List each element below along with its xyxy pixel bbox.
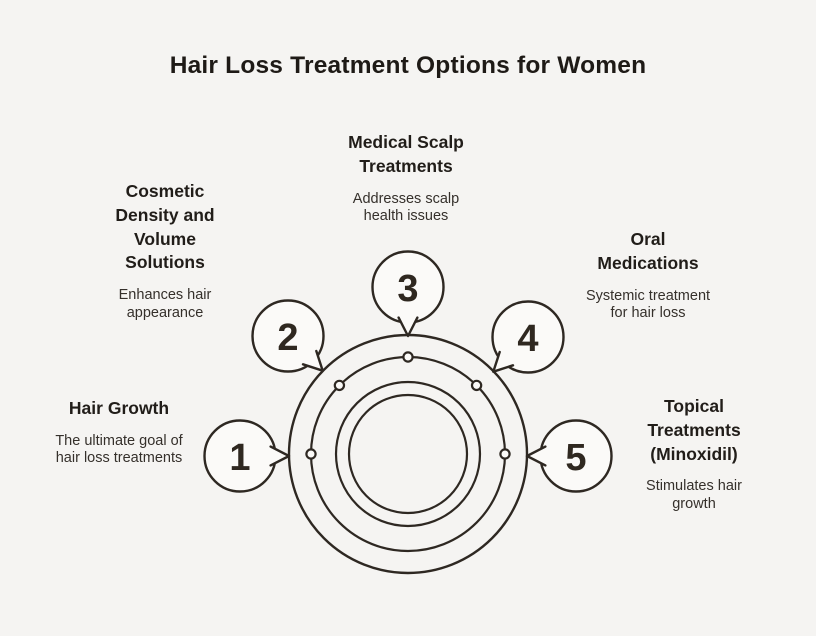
- label-block-topical-treatments: Topical Treatments (Minoxidil) Stimulate…: [604, 395, 784, 513]
- connector-dot-1: [305, 448, 317, 460]
- bubble-circle-4: [491, 300, 565, 374]
- connector-dot-4: [470, 379, 483, 392]
- bubble-tail-1: [269, 445, 291, 467]
- item-description: Systemic treatment for hair loss: [585, 287, 711, 322]
- callout-bubble-2: 2: [251, 299, 325, 373]
- bubble-tail-2: [301, 349, 324, 372]
- callout-bubble-1: 1: [203, 419, 291, 493]
- callout-bubble-5: 5: [525, 419, 613, 493]
- item-title: Oral Medications: [597, 229, 699, 273]
- item-title: Cosmetic Density and Volume Solutions: [115, 181, 215, 273]
- item-title: Topical Treatments (Minoxidil): [647, 396, 741, 464]
- bubble-tail-5: [525, 445, 547, 467]
- hub-rings: [287, 333, 529, 575]
- label-block-oral-medications: Oral Medications Systemic treatment for …: [558, 228, 738, 323]
- bubble-tail-3: [397, 316, 419, 338]
- hub-ring-third: [334, 380, 482, 528]
- hub-ring-outer: [287, 333, 529, 575]
- label-block-hair-growth: Hair Growth The ultimate goal of hair lo…: [24, 397, 214, 468]
- label-block-cosmetic-density: Cosmetic Density and Volume Solutions En…: [75, 180, 255, 322]
- item-title: Medical Scalp Treatments: [348, 132, 464, 176]
- connector-dot-5: [499, 448, 511, 460]
- bubble-number-1: 1: [229, 437, 250, 479]
- item-description: The ultimate goal of hair loss treatment…: [55, 432, 183, 467]
- hub-ring-inner: [347, 393, 469, 515]
- bubble-number-4: 4: [517, 318, 538, 360]
- item-description: Addresses scalp health issues: [352, 190, 460, 225]
- item-title: Hair Growth: [68, 398, 170, 418]
- callout-bubble-4: 4: [491, 300, 565, 374]
- bubble-number-5: 5: [565, 437, 586, 479]
- item-description: Stimulates hair growth: [646, 478, 742, 512]
- connector-dots: [305, 351, 511, 460]
- connector-dot-2: [333, 379, 346, 392]
- item-description: Enhances hair appearance: [118, 287, 212, 321]
- callout-bubble-3: 3: [371, 250, 445, 338]
- label-block-medical-scalp: Medical Scalp Treatments Addresses scalp…: [316, 131, 496, 226]
- bubble-number-3: 3: [397, 268, 418, 310]
- bubble-tail-4: [492, 350, 515, 373]
- bubble-circle-2: [251, 299, 325, 373]
- bubble-number-2: 2: [277, 317, 298, 359]
- page-title: Hair Loss Treatment Options for Women: [169, 52, 647, 79]
- connector-dot-3: [402, 351, 414, 363]
